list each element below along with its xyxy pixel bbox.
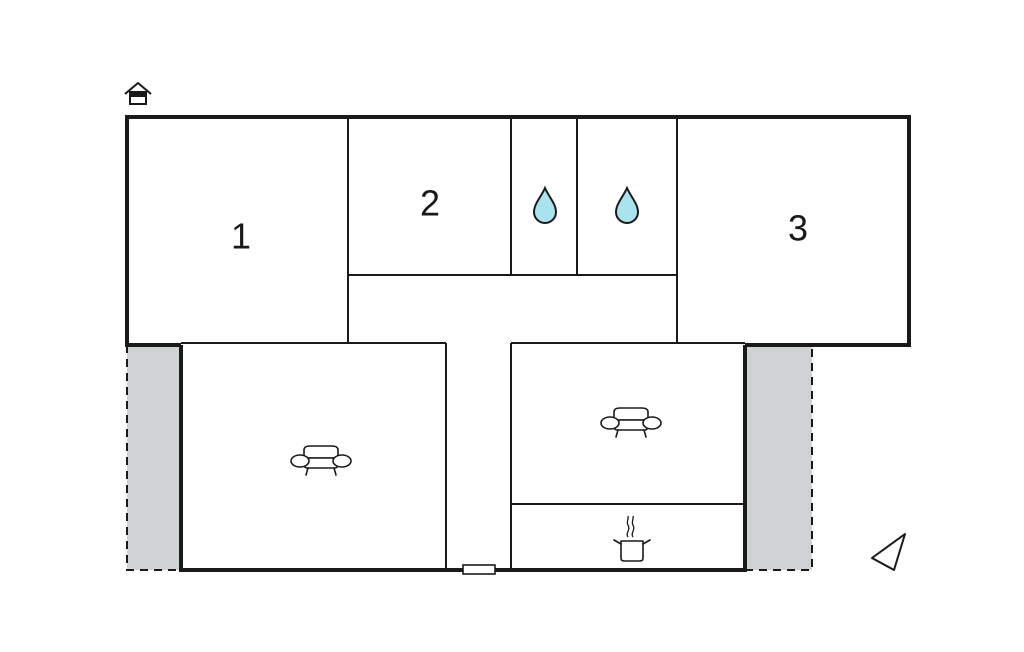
sofa-icon [290,445,352,476]
sofa-icon [600,407,662,438]
cooking-pot-icon [613,515,651,562]
room-label-1: 1 [231,216,251,257]
room-label-2: 2 [420,183,440,224]
front-door [462,564,496,575]
house-icon [124,82,152,105]
water-drop-icon [532,185,558,225]
room-label-3: 3 [788,208,808,249]
terrace-right [745,345,813,571]
water-drop-icon [614,185,640,225]
interior-walls [181,117,745,570]
compass-arrow-icon [871,533,906,571]
terrace-left [126,345,181,571]
